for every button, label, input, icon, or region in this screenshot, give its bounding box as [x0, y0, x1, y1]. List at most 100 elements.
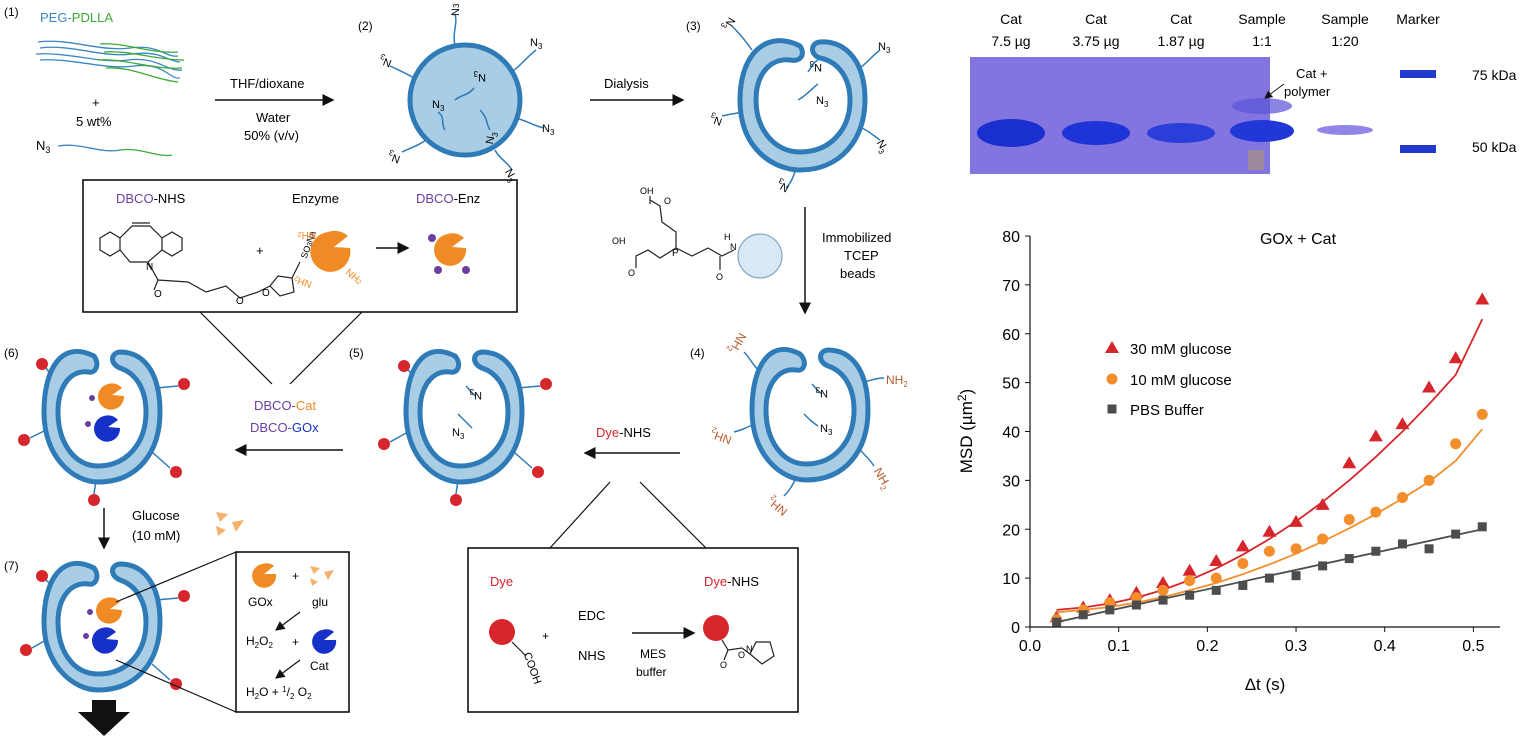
svg-text:NH2: NH2: [343, 267, 364, 287]
stomatocyte-7: [20, 551, 237, 713]
svg-text:N3: N3: [386, 147, 403, 165]
gel-annotation-1: Cat +: [1296, 66, 1327, 81]
svg-text:DBCO-NHS: DBCO-NHS: [116, 191, 186, 206]
legend-marker: [1105, 341, 1119, 353]
data-point: [1450, 438, 1462, 450]
svg-text:Cat: Cat: [310, 659, 329, 673]
gel-lane-label: Sample: [1321, 11, 1369, 27]
svg-text:N3: N3: [820, 423, 833, 437]
svg-text:N3: N3: [484, 130, 500, 145]
svg-text:+: +: [292, 635, 299, 649]
dye-icon: [489, 619, 515, 645]
svg-text:N3: N3: [542, 123, 555, 137]
band-sample-1-20: [1317, 125, 1373, 135]
y-axis-label: MSD (µm2): [955, 389, 976, 473]
x-tick-label: 0.3: [1285, 638, 1307, 655]
x-tick-label: 0.4: [1374, 638, 1396, 655]
svg-text:PEG-PDLLA: PEG-PDLLA: [40, 10, 113, 25]
band-sample-1-1: [1230, 120, 1294, 142]
kda-50: 50 kDa: [1472, 139, 1517, 155]
thf-label: THF/dioxane: [230, 76, 304, 91]
data-point: [1395, 417, 1410, 430]
kda-75: 75 kDa: [1472, 67, 1517, 83]
data-point: [1238, 580, 1248, 590]
svg-text:OH: OH: [640, 186, 654, 196]
data-point: [1448, 351, 1463, 364]
x-axis-label: Δt (s): [1245, 675, 1286, 694]
svg-text:N3: N3: [469, 387, 482, 401]
fit-line-0: [1056, 318, 1484, 611]
y-tick-label: 50: [1002, 376, 1020, 393]
data-point: [1158, 595, 1168, 605]
svg-text:Dye: Dye: [490, 574, 513, 589]
svg-text:MES: MES: [640, 647, 666, 661]
wt-label: 5 wt%: [76, 114, 112, 129]
y-tick-label: 60: [1002, 327, 1020, 344]
data-point: [1289, 514, 1304, 527]
svg-text:N: N: [146, 262, 153, 273]
x-tick-label: 0.0: [1019, 638, 1041, 655]
data-point: [1130, 592, 1142, 604]
svg-text:O: O: [154, 289, 162, 300]
dbco-enz-icon: [428, 233, 470, 274]
svg-text:N: N: [746, 644, 753, 654]
svg-text:NHS: NHS: [578, 648, 606, 663]
svg-text:O: O: [664, 196, 671, 206]
gel-lane-sublabel: 1:1: [1252, 33, 1272, 49]
svg-text:O: O: [262, 288, 270, 299]
data-point: [1078, 610, 1088, 620]
y-tick-label: 70: [1002, 278, 1020, 295]
svg-text:H2O + 1/2 O2: H2O + 1/2 O2: [246, 685, 312, 701]
svg-text:NH2: NH2: [292, 273, 313, 290]
x-tick-label: 0.2: [1196, 638, 1218, 655]
svg-text:N3: N3: [452, 427, 465, 441]
data-point: [1210, 572, 1222, 584]
micelle: N3 N3 N3 N3 N3 N3 N3 N3 N3: [377, 3, 555, 185]
data-point: [1105, 605, 1115, 615]
enzyme-label: Enzyme: [292, 191, 339, 206]
data-point: [1156, 576, 1171, 589]
svg-text:N3: N3: [530, 37, 543, 51]
svg-text:DBCO-Cat: DBCO-Cat: [254, 398, 317, 413]
y-tick-label: 0: [1011, 620, 1020, 637]
svg-text:N: N: [730, 242, 737, 252]
y-tick-label: 20: [1002, 522, 1020, 539]
x-tick-label: 0.5: [1462, 638, 1484, 655]
data-point: [1423, 474, 1435, 486]
svg-text:O: O: [720, 660, 727, 670]
legend-marker: [1106, 373, 1118, 385]
step-label-5: (5): [349, 346, 364, 360]
stomatocyte-6: [18, 348, 190, 506]
svg-text:Glucose: Glucose: [132, 508, 180, 523]
gel-lane-label: Cat: [1170, 11, 1192, 27]
svg-text:NH2: NH2: [886, 373, 908, 389]
data-point: [1315, 497, 1330, 510]
svg-text:NH2: NH2: [298, 229, 316, 240]
svg-text:N3: N3: [377, 51, 394, 69]
svg-text:beads: beads: [840, 266, 876, 281]
glu-icon: [310, 566, 334, 586]
stomatocyte-4: NH2 NH2 NH2 NH2 NH2 N3 N3: [710, 330, 908, 518]
legend-marker: [1107, 404, 1117, 414]
data-point: [1104, 597, 1116, 609]
svg-text:O: O: [738, 650, 745, 660]
data-point: [1184, 575, 1196, 587]
data-point: [1343, 513, 1355, 525]
svg-text:N3: N3: [473, 69, 486, 83]
legend-label: 30 mM glucose: [1130, 341, 1232, 358]
data-point: [1476, 408, 1488, 420]
svg-text:N3: N3: [774, 175, 792, 194]
svg-text:Dye-NHS: Dye-NHS: [704, 574, 759, 589]
svg-text:N3: N3: [36, 138, 50, 155]
water-ratio-label: 50% (v/v): [244, 128, 299, 143]
data-point: [1185, 590, 1195, 600]
data-point: [1318, 561, 1328, 571]
data-point: [1290, 543, 1302, 555]
stomatocyte-3: N3 N3 N3 N3 N3 N3 N3: [709, 15, 891, 194]
pdlla-label: PDLLA: [72, 10, 114, 25]
gel-annotation-2: polymer: [1284, 84, 1331, 99]
svg-text:N3: N3: [872, 138, 891, 156]
